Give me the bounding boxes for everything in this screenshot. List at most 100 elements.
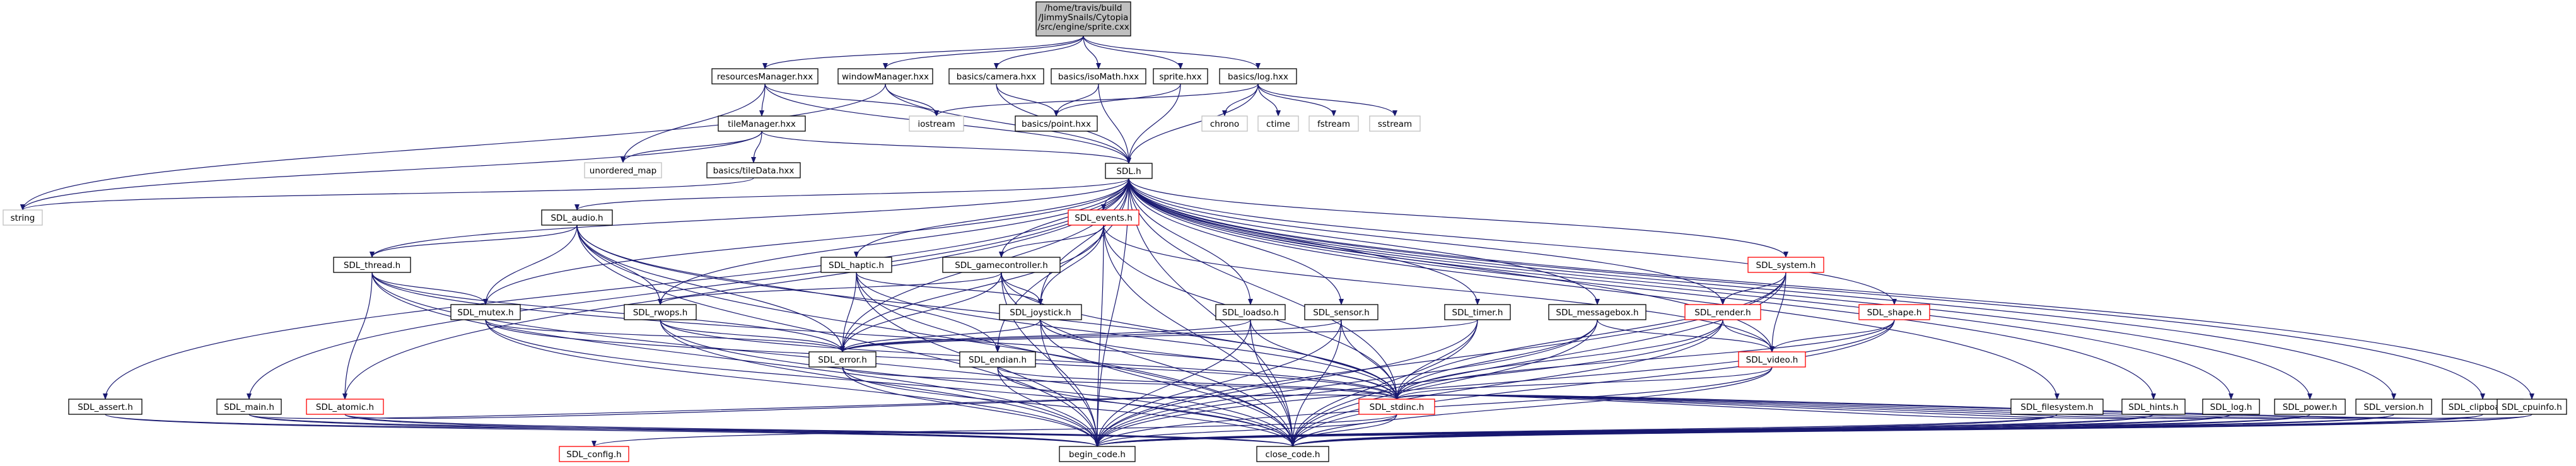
node-log[interactable]: basics/log.hxx xyxy=(1219,68,1297,84)
node-box-gamecontroller xyxy=(942,257,1061,273)
node-system[interactable]: SDL_system.h xyxy=(1747,257,1824,273)
edge-loadso-to-begin xyxy=(1095,319,1251,447)
node-logh[interactable]: SDL_log.h xyxy=(2202,399,2260,415)
node-begin[interactable]: begin_code.h xyxy=(1059,446,1136,462)
node-stdinc[interactable]: SDL_stdinc.h xyxy=(1358,399,1435,415)
node-root[interactable]: /home/travis/build/JimmySnails/Cytopia/s… xyxy=(1035,1,1131,37)
edge-sensor-to-begin xyxy=(1095,319,1342,447)
node-box-config xyxy=(559,446,629,462)
node-label-assert: SDL_assert.h xyxy=(78,402,133,412)
node-box-stdinc xyxy=(1358,399,1435,415)
edge-spriteh-to-point xyxy=(1054,83,1181,117)
node-label-haptic: SDL_haptic.h xyxy=(829,260,884,271)
node-box-sstream xyxy=(1369,115,1421,132)
node-box-assert xyxy=(68,399,143,415)
node-box-point xyxy=(1015,115,1098,132)
edge-system-to-begin xyxy=(1095,272,1786,447)
node-config[interactable]: SDL_config.h xyxy=(559,446,629,462)
node-label-error: SDL_error.h xyxy=(818,355,867,365)
edge-SDL-to-rwops xyxy=(658,178,1129,305)
node-timer[interactable]: SDL_timer.h xyxy=(1444,304,1511,320)
edge-SDL-to-shape xyxy=(1128,178,1897,305)
node-thread[interactable]: SDL_thread.h xyxy=(333,257,411,273)
edge-SDL-to-logh xyxy=(1128,178,2234,400)
node-label-video: SDL_video.h xyxy=(1746,355,1798,365)
node-box-shape xyxy=(1858,304,1930,320)
node-tileManager[interactable]: tileManager.hxx xyxy=(718,115,806,132)
node-assert[interactable]: SDL_assert.h xyxy=(68,399,143,415)
edge-error-to-stdinc xyxy=(842,366,1399,400)
edge-tileManager-to-string xyxy=(20,131,762,211)
node-box-tileManager xyxy=(718,115,806,132)
node-label-stdinc: SDL_stdinc.h xyxy=(1370,402,1425,412)
edge-gamecontroller-to-joystick xyxy=(1001,272,1043,305)
node-label-root: /home/travis/build/JimmySnails/Cytopia/s… xyxy=(1037,3,1129,32)
edge-cpuinfo-to-begin xyxy=(1095,414,2532,447)
edge-resourcesManager-to-iostream xyxy=(764,83,939,117)
node-box-thread xyxy=(333,257,411,273)
edge-system-to-stdinc xyxy=(1394,272,1786,400)
node-windowManager[interactable]: windowManager.hxx xyxy=(837,68,933,84)
node-box-filesystem xyxy=(2010,399,2104,415)
node-label-tileData: basics/tileData.hxx xyxy=(713,166,795,176)
node-label-resourcesManager: resourcesManager.hxx xyxy=(717,72,813,82)
edge-thread-to-atomic xyxy=(342,272,373,400)
node-resourcesManager[interactable]: resourcesManager.hxx xyxy=(711,68,819,84)
node-joystick[interactable]: SDL_joystick.h xyxy=(999,304,1082,320)
node-box-video xyxy=(1738,351,1806,368)
node-error[interactable]: SDL_error.h xyxy=(808,351,877,368)
node-tileData[interactable]: basics/tileData.hxx xyxy=(706,162,801,178)
edge-timer-to-close xyxy=(1290,319,1478,447)
node-filesystem[interactable]: SDL_filesystem.h xyxy=(2010,399,2104,415)
node-atomic[interactable]: SDL_atomic.h xyxy=(306,399,384,415)
node-box-atomic xyxy=(306,399,384,415)
edge-SDL-to-cpuinfo xyxy=(1128,178,2534,400)
node-haptic[interactable]: SDL_haptic.h xyxy=(820,257,892,273)
node-video[interactable]: SDL_video.h xyxy=(1738,351,1806,368)
node-mutex[interactable]: SDL_mutex.h xyxy=(450,304,521,320)
edge-log-to-sstream xyxy=(1257,83,1397,117)
edge-windowManager-to-iostream xyxy=(885,83,939,117)
node-rwops[interactable]: SDL_rwops.h xyxy=(624,304,697,320)
node-label-spriteh: sprite.hxx xyxy=(1159,72,1201,82)
node-box-main xyxy=(216,399,282,415)
node-camera[interactable]: basics/camera.hxx xyxy=(948,68,1044,84)
node-gamecontroller[interactable]: SDL_gamecontroller.h xyxy=(942,257,1061,273)
node-sensor[interactable]: SDL_sensor.h xyxy=(1304,304,1378,320)
node-isoMath[interactable]: basics/isoMath.hxx xyxy=(1051,68,1146,84)
node-shape[interactable]: SDL_shape.h xyxy=(1858,304,1930,320)
edge-log-to-iostream xyxy=(934,83,1259,117)
node-render[interactable]: SDL_render.h xyxy=(1684,304,1761,320)
edge-thread-to-begin xyxy=(371,272,1100,447)
node-events[interactable]: SDL_events.h xyxy=(1068,209,1139,226)
node-label-log: basics/log.hxx xyxy=(1228,72,1288,82)
edge-SDL-to-sensor xyxy=(1128,178,1344,305)
node-version[interactable]: SDL_version.h xyxy=(2355,399,2432,415)
node-loadso[interactable]: SDL_loadso.h xyxy=(1215,304,1286,320)
node-label-system: SDL_system.h xyxy=(1756,260,1816,271)
edge-gamecontroller-to-error xyxy=(840,272,1002,352)
node-box-rwops xyxy=(624,304,697,320)
node-point[interactable]: basics/point.hxx xyxy=(1015,115,1098,132)
node-cpuinfo[interactable]: SDL_cpuinfo.h xyxy=(2497,399,2567,415)
node-label-audio: SDL_audio.h xyxy=(551,213,603,223)
node-power[interactable]: SDL_power.h xyxy=(2274,399,2346,415)
node-endian[interactable]: SDL_endian.h xyxy=(959,351,1036,368)
edge-render-to-close xyxy=(1290,319,1723,447)
node-main[interactable]: SDL_main.h xyxy=(216,399,282,415)
edge-mutex-to-close xyxy=(485,319,1295,447)
node-messagebox[interactable]: SDL_messagebox.h xyxy=(1548,304,1646,320)
node-audio[interactable]: SDL_audio.h xyxy=(541,209,613,226)
edge-root-to-spriteh xyxy=(1083,35,1183,69)
edge-system-to-render xyxy=(1720,272,1786,305)
edge-SDL-to-mutex xyxy=(483,178,1129,305)
node-fstream: fstream xyxy=(1308,115,1359,132)
edge-atomic-to-stdinc xyxy=(344,393,1399,419)
node-hints[interactable]: SDL_hints.h xyxy=(2121,399,2186,415)
edge-mutex-to-error xyxy=(485,319,845,352)
node-label-cpuinfo: SDL_cpuinfo.h xyxy=(2502,402,2562,412)
node-SDL[interactable]: SDL.h xyxy=(1105,163,1153,179)
node-close[interactable]: close_code.h xyxy=(1256,446,1329,462)
node-spriteh[interactable]: sprite.hxx xyxy=(1153,68,1208,84)
node-box-loadso xyxy=(1215,304,1286,320)
